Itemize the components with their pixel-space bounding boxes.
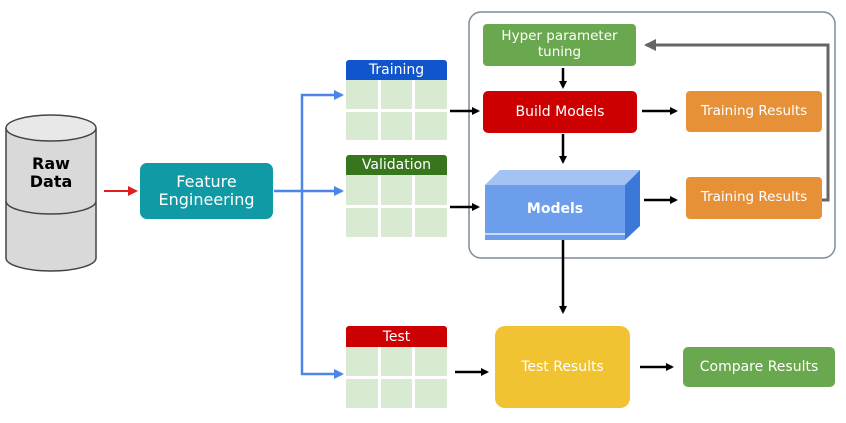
training-table [346,80,447,140]
training-results-node-1: Training Results [686,91,822,132]
training-tab: Training [346,60,447,80]
test-tab: Test [346,326,447,347]
raw-data-label: Raw Data [29,153,73,191]
models-node-label: Models [526,201,584,218]
test-table [346,347,447,408]
validation-table [346,175,447,237]
build-models-node: Build Models [483,91,637,133]
raw-data-cylinder-icon [5,114,97,272]
models-box-3d [485,170,640,240]
validation-tab: Validation [346,155,447,175]
feature-engineering-node: Feature Engineering [140,163,273,219]
hyper-parameter-tuning-node: Hyper parameter tuning [483,24,636,66]
model-training-container [468,11,836,259]
blue-branch-connectors [274,90,344,379]
arrow-feedback-to-hyper [644,39,830,202]
test-results-node: Test Results [495,326,630,408]
training-results-node-2: Training Results [686,177,822,219]
compare-results-node: Compare Results [683,347,835,387]
